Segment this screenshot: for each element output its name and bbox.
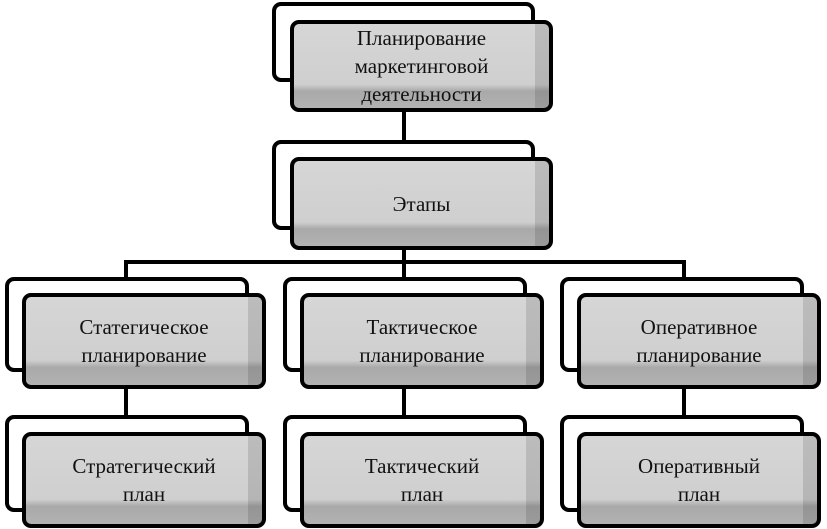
tactical-plan-box: Тактический план — [300, 432, 544, 528]
tactical-planning-label: Тактическое планирование — [359, 315, 485, 367]
root-label: Планирование маркетинговой деятельности — [354, 26, 489, 106]
connector — [402, 385, 406, 417]
connector — [402, 260, 406, 280]
stages-label: Этапы — [392, 191, 451, 216]
strategic-planning-label: Статегическое планирование — [79, 315, 209, 367]
strategic-planning-box: Статегическое планирование — [22, 293, 266, 389]
connector — [402, 108, 406, 142]
stages-box: Этапы — [290, 157, 553, 250]
tactical-plan-label: Тактический план — [364, 454, 480, 506]
operational-plan-label: Оперативный план — [638, 454, 760, 506]
connector — [124, 385, 128, 417]
strategic-plan-box: Стратегический план — [22, 432, 266, 528]
strategic-plan-label: Стратегический план — [72, 454, 216, 506]
connector — [402, 247, 406, 264]
root-box: Планирование маркетинговой деятельности — [290, 20, 553, 112]
operational-planning-box: Оперативное планирование — [577, 293, 821, 389]
operational-planning-label: Оперативное планирование — [636, 315, 762, 367]
connector — [682, 260, 686, 280]
connector — [124, 260, 128, 280]
operational-plan-box: Оперативный план — [577, 432, 821, 528]
tactical-planning-box: Тактическое планирование — [300, 293, 544, 389]
connector — [682, 385, 686, 417]
